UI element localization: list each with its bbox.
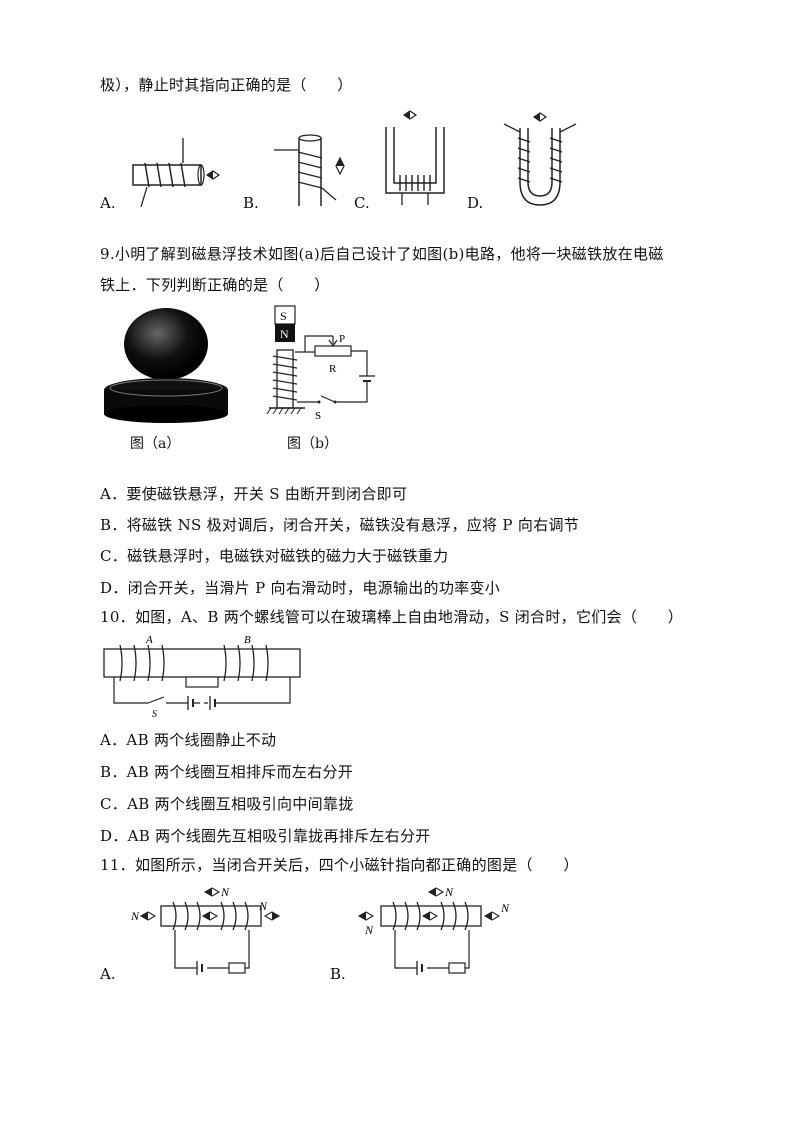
q8-option-d-label[interactable]: D.: [467, 194, 484, 212]
compass-needle-icon: [335, 156, 345, 176]
compass-needle-icon: [402, 110, 418, 120]
q9-option-b[interactable]: B．将磁铁 NS 极对调后，闭合开关，磁铁没有悬浮，应将 P 向右调节: [100, 516, 580, 534]
q9-figure-a-levitation: [104, 308, 228, 423]
q9-stem-line2: 铁上．下列判断正确的是（ ）: [100, 276, 330, 294]
needle-n-label: N: [500, 901, 510, 915]
q8-stem-tail: 极），静止时其指向正确的是（ ）: [100, 76, 353, 94]
q8-option-c-label[interactable]: C.: [354, 194, 370, 212]
q11-option-b-label[interactable]: B.: [330, 965, 346, 983]
needle-n-label: N: [130, 909, 140, 923]
slider-p-label: P: [339, 333, 345, 345]
compass-needle-icon: [483, 911, 501, 921]
q11-option-a-label[interactable]: A.: [100, 965, 116, 983]
needle-n-label: N: [364, 923, 374, 937]
q9-stem-line1: 9.小明了解到磁悬浮技术如图(a)后自己设计了如图(b)电路，他将一块磁铁放在电…: [100, 245, 664, 263]
compass-needle-icon: [139, 911, 157, 921]
switch-s-label: S: [315, 410, 321, 422]
solenoid-a-label: A: [145, 634, 153, 646]
compass-needle-icon: [427, 887, 445, 897]
q11-figure-b: N N N: [357, 885, 510, 975]
q8-option-b-label[interactable]: B.: [243, 194, 259, 212]
q10-stem: 10．如图，A、B 两个螺线管可以在玻璃棒上自由地滑动，S 闭合时，它们会（ ）: [100, 608, 684, 626]
q9-caption-b: 图（b）: [287, 436, 338, 452]
q9-option-c[interactable]: C．磁铁悬浮时，电磁铁对磁铁的磁力大于磁铁重力: [100, 547, 449, 565]
q10-option-a[interactable]: A．AB 两个线圈静止不动: [100, 731, 277, 749]
needle-n-label: N: [258, 899, 268, 913]
solenoid-b-label: B: [244, 634, 251, 646]
q8-option-a-label[interactable]: A.: [100, 194, 116, 212]
q8-figure-a: [132, 138, 221, 208]
compass-needle-icon: [421, 911, 439, 921]
resistor-r-label: R: [329, 363, 337, 375]
q9-option-d[interactable]: D．闭合开关，当滑片 P 向右滑动时，电源输出的功率变小: [100, 579, 501, 597]
compass-needle-icon: [203, 887, 221, 897]
q10-option-b[interactable]: B．AB 两个线圈互相排斥而左右分开: [100, 763, 354, 781]
q11-figure-a: N N N: [130, 885, 281, 975]
compass-needle-icon: [263, 911, 281, 921]
q8-figure-d: [503, 112, 577, 206]
q11-stem: 11．如图所示，当闭合开关后，四个小磁针指向都正确的图是（ ）: [100, 856, 579, 874]
q8-figure-c: [385, 110, 445, 205]
q9-caption-a: 图（a）: [130, 436, 181, 452]
magnet-s-label: S: [280, 309, 287, 323]
needle-n-label: N: [220, 885, 230, 899]
q9-option-a[interactable]: A．要使磁铁悬浮，开关 S 由断开到闭合即可: [100, 485, 408, 503]
q10-figure-solenoids: A B S: [103, 634, 301, 720]
compass-needle-icon: [201, 911, 219, 921]
switch-s-label: S: [152, 709, 157, 720]
magnet-n-label: N: [280, 327, 289, 341]
compass-needle-icon: [357, 911, 375, 921]
compass-needle-icon: [205, 170, 221, 180]
compass-needle-icon: [532, 112, 548, 122]
q10-option-c[interactable]: C．AB 两个线圈互相吸引向中间靠拢: [100, 795, 354, 813]
q8-figure-b: [274, 134, 345, 206]
needle-n-label: N: [444, 885, 454, 899]
q9-figure-b-circuit: S N P R S: [266, 305, 375, 422]
q10-option-d[interactable]: D．AB 两个线圈先互相吸引靠拢再排斥左右分开: [100, 827, 431, 845]
